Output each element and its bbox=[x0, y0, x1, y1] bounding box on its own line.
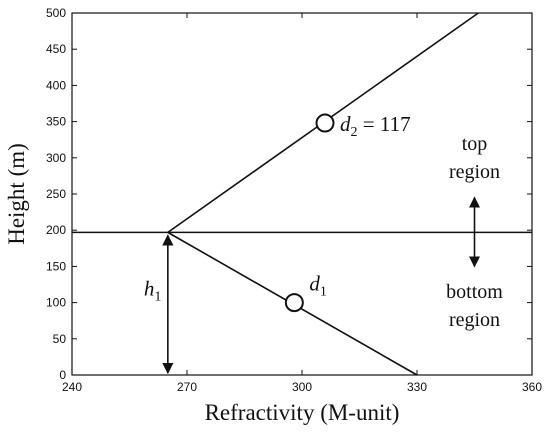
marker-circle bbox=[284, 293, 304, 313]
axis-ticks: 240 270 300 330 360 0 50 100 150 200 250 300 350 400 4… bbox=[46, 6, 542, 394]
marker-label: d2 = 117 bbox=[340, 112, 411, 140]
y-tick-label: 50 bbox=[53, 332, 67, 346]
bottom-region-label: region bbox=[449, 309, 500, 331]
x-tick-label: 240 bbox=[62, 380, 82, 394]
bottom-region-label: bottom bbox=[446, 281, 503, 303]
top-region-label: region bbox=[449, 161, 500, 183]
top-region-label: top bbox=[462, 133, 488, 155]
y-tick-label: 450 bbox=[46, 42, 66, 56]
annotations: d2 = 117 d1 h1 top region bottom region bbox=[144, 112, 503, 375]
y-tick-label: 200 bbox=[46, 223, 66, 237]
x-axis-title: Refractivity (M-unit) bbox=[205, 400, 400, 425]
y-axis-title: Height (m) bbox=[4, 143, 29, 245]
y-tick-label: 100 bbox=[46, 296, 66, 310]
y-tick-label: 400 bbox=[46, 78, 66, 92]
x-tick-label: 330 bbox=[407, 380, 427, 394]
h1-label: h1 bbox=[144, 276, 162, 304]
y-tick-label: 500 bbox=[46, 6, 66, 20]
x-tick-label: 270 bbox=[177, 380, 197, 394]
x-tick-label: 360 bbox=[522, 380, 542, 394]
plot-area bbox=[71, 12, 533, 376]
marker-label: d1 bbox=[309, 272, 327, 300]
y-tick-label: 250 bbox=[46, 187, 66, 201]
y-tick-label: 0 bbox=[59, 368, 66, 382]
y-tick-label: 350 bbox=[46, 115, 66, 129]
x-tick-label: 300 bbox=[292, 380, 312, 394]
y-tick-label: 150 bbox=[46, 259, 66, 273]
marker-circle bbox=[315, 113, 335, 133]
y-tick-label: 300 bbox=[46, 151, 66, 165]
